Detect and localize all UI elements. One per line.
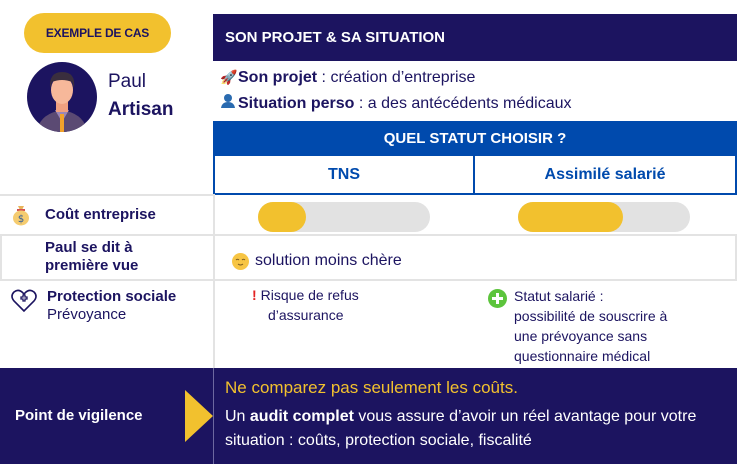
note-line: Statut salarié :: [514, 288, 604, 304]
note-line: Risque de refus: [260, 287, 359, 303]
divider: [213, 368, 214, 464]
divider: [0, 234, 737, 236]
situation-value: a des antécédents médicaux: [367, 95, 572, 112]
cost-bar-fill-tns: [258, 202, 306, 232]
row-label-first-look: Paul se dit à première vue: [45, 239, 138, 275]
row-label-line: première vue: [45, 257, 139, 274]
row-label-cost: Coût entreprise: [45, 206, 156, 223]
divider: [213, 194, 215, 368]
exclamation-icon: !: [252, 287, 257, 303]
cost-bar-fill-salarie: [518, 202, 623, 232]
project-label: Son projet: [238, 69, 318, 86]
vigilance-label: Point de vigilence: [15, 407, 143, 424]
situation-line: Situation perso : a des antécédents médi…: [220, 93, 571, 113]
vigilance-text-bold: audit complet: [249, 408, 354, 425]
situation-label: Situation perso: [238, 95, 355, 112]
vigilance-text: Un audit complet vous assure d’avoir un …: [225, 405, 730, 453]
persona-role: Artisan: [108, 99, 174, 120]
money-bag-icon: $: [11, 204, 31, 231]
note-line: questionnaire médical: [514, 348, 651, 364]
project-separator: :: [317, 69, 331, 86]
salarie-protection-note: Statut salarié : possibilité de souscrir…: [514, 286, 667, 366]
note-line: une prévoyance sans: [514, 328, 648, 344]
man-avatar-icon: [27, 62, 97, 132]
first-look-text: solution moins chère: [232, 252, 402, 270]
vigilance-text-part: vous assure d’avoir un réel avantage pou…: [225, 408, 697, 449]
status-choice-header: QUEL STATUT CHOISIR ?: [213, 121, 737, 156]
row-label-line: Paul se dit à: [45, 239, 133, 256]
note-line: d’assurance: [268, 307, 344, 323]
project-value: création d’entreprise: [330, 69, 476, 86]
first-look-value: solution moins chère: [255, 252, 402, 269]
divider: [0, 234, 2, 281]
vigilance-footer: Point de vigilence: [0, 368, 737, 464]
person-icon: [220, 93, 238, 111]
rocket-icon: 🚀: [220, 69, 238, 85]
relieved-face-icon: [232, 252, 249, 270]
divider: [735, 234, 737, 281]
divider: [0, 194, 213, 196]
note-line: possibilité de souscrire à: [514, 308, 668, 324]
plus-circle-icon: [488, 289, 507, 308]
vigilance-title: Ne comparez pas seulement les coûts.: [225, 378, 518, 397]
situation-separator: :: [354, 95, 368, 112]
project-line: 🚀Son projet : création d’entreprise: [220, 69, 475, 87]
divider: [0, 279, 737, 281]
project-header: SON PROJET & SA SITUATION: [213, 14, 737, 61]
svg-text:$: $: [18, 214, 24, 225]
protection-label: Protection sociale: [47, 288, 177, 305]
column-header-tns: TNS: [213, 156, 475, 195]
arrow-right-icon: [185, 390, 213, 442]
vigilance-text-part: Un: [225, 408, 250, 425]
row-label-protection: Protection sociale Prévoyance: [47, 288, 176, 324]
column-header-assimile-salarie: Assimilé salarié: [473, 156, 737, 195]
case-example-badge: EXEMPLE DE CAS: [24, 13, 171, 53]
tns-protection-note: !Risque de refus d’assurance: [252, 285, 359, 325]
persona-name: Paul: [108, 71, 147, 92]
cost-bar-tns: [258, 202, 430, 232]
protection-sublabel: Prévoyance: [47, 306, 127, 323]
heart-plus-icon: [10, 288, 38, 319]
cost-bar-salarie: [518, 202, 690, 232]
